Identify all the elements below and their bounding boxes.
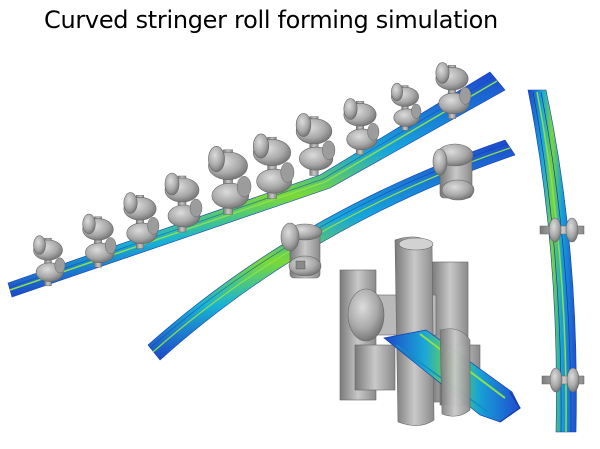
roll-stand — [33, 235, 66, 287]
roll-stand — [208, 146, 252, 215]
roll-stand — [343, 98, 380, 155]
roll-stand-top-upper — [539, 217, 585, 243]
roll-stand-closeup — [339, 236, 521, 426]
curved-stringer-output — [147, 139, 516, 361]
roll-stand-curved-left — [280, 222, 323, 279]
roll-stand — [435, 62, 472, 119]
roll-stand — [391, 82, 422, 131]
roll-stand — [123, 192, 160, 249]
top-view — [527, 89, 585, 433]
roll-stand-top-lower — [541, 367, 585, 393]
page-title: Curved stringer roll forming simulation — [44, 6, 498, 34]
roll-line-overview — [7, 62, 506, 298]
roll-stand — [295, 113, 336, 176]
roll-stand — [253, 133, 295, 200]
roll-stand — [164, 172, 203, 233]
roll-stand — [82, 213, 117, 268]
strip-curved — [147, 139, 516, 361]
roll-stand-curved-right — [432, 143, 475, 201]
